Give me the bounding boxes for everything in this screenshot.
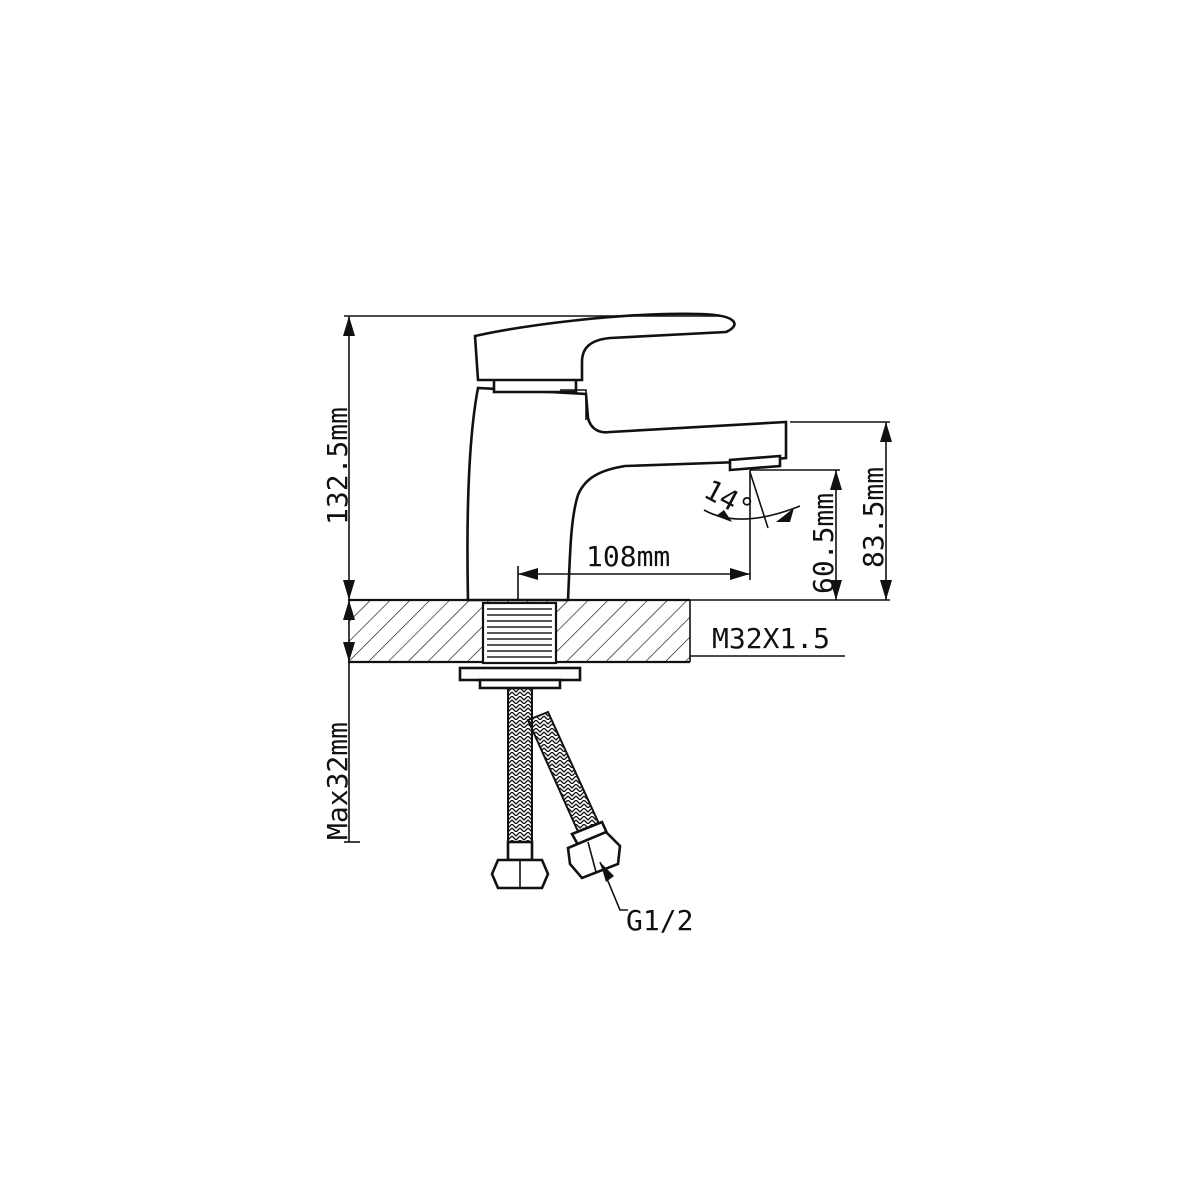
hose-connection-label: G1/2	[626, 904, 693, 937]
thread-spec-label: M32X1.5	[712, 622, 830, 655]
mounting-nut	[458, 666, 582, 690]
faucet-body	[466, 386, 788, 602]
flex-hoses	[490, 687, 622, 890]
dimension-lines	[343, 315, 892, 911]
handle-lever	[473, 312, 736, 420]
total-height-label: 132.5mm	[321, 407, 354, 525]
threaded-shank	[481, 601, 558, 665]
outlet-height-label: 60.5mm	[807, 493, 840, 594]
spout-reach-label: 108mm	[586, 540, 670, 573]
max-deck-thickness-label: Max32mm	[321, 722, 354, 840]
spout-height-label: 83.5mm	[857, 467, 890, 568]
